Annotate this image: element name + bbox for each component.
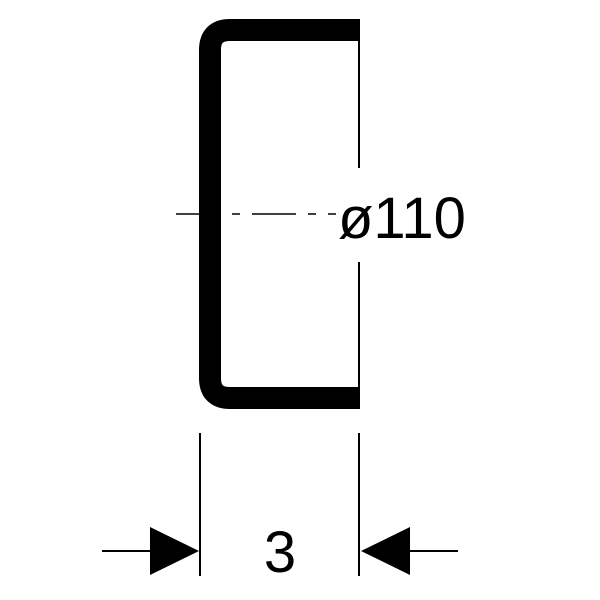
diameter-label: ø110	[338, 186, 466, 251]
dimension-arrow-left-head	[150, 527, 199, 575]
dimension-arrow-right-head	[361, 527, 410, 575]
length-dimension-label: 3	[264, 520, 296, 585]
